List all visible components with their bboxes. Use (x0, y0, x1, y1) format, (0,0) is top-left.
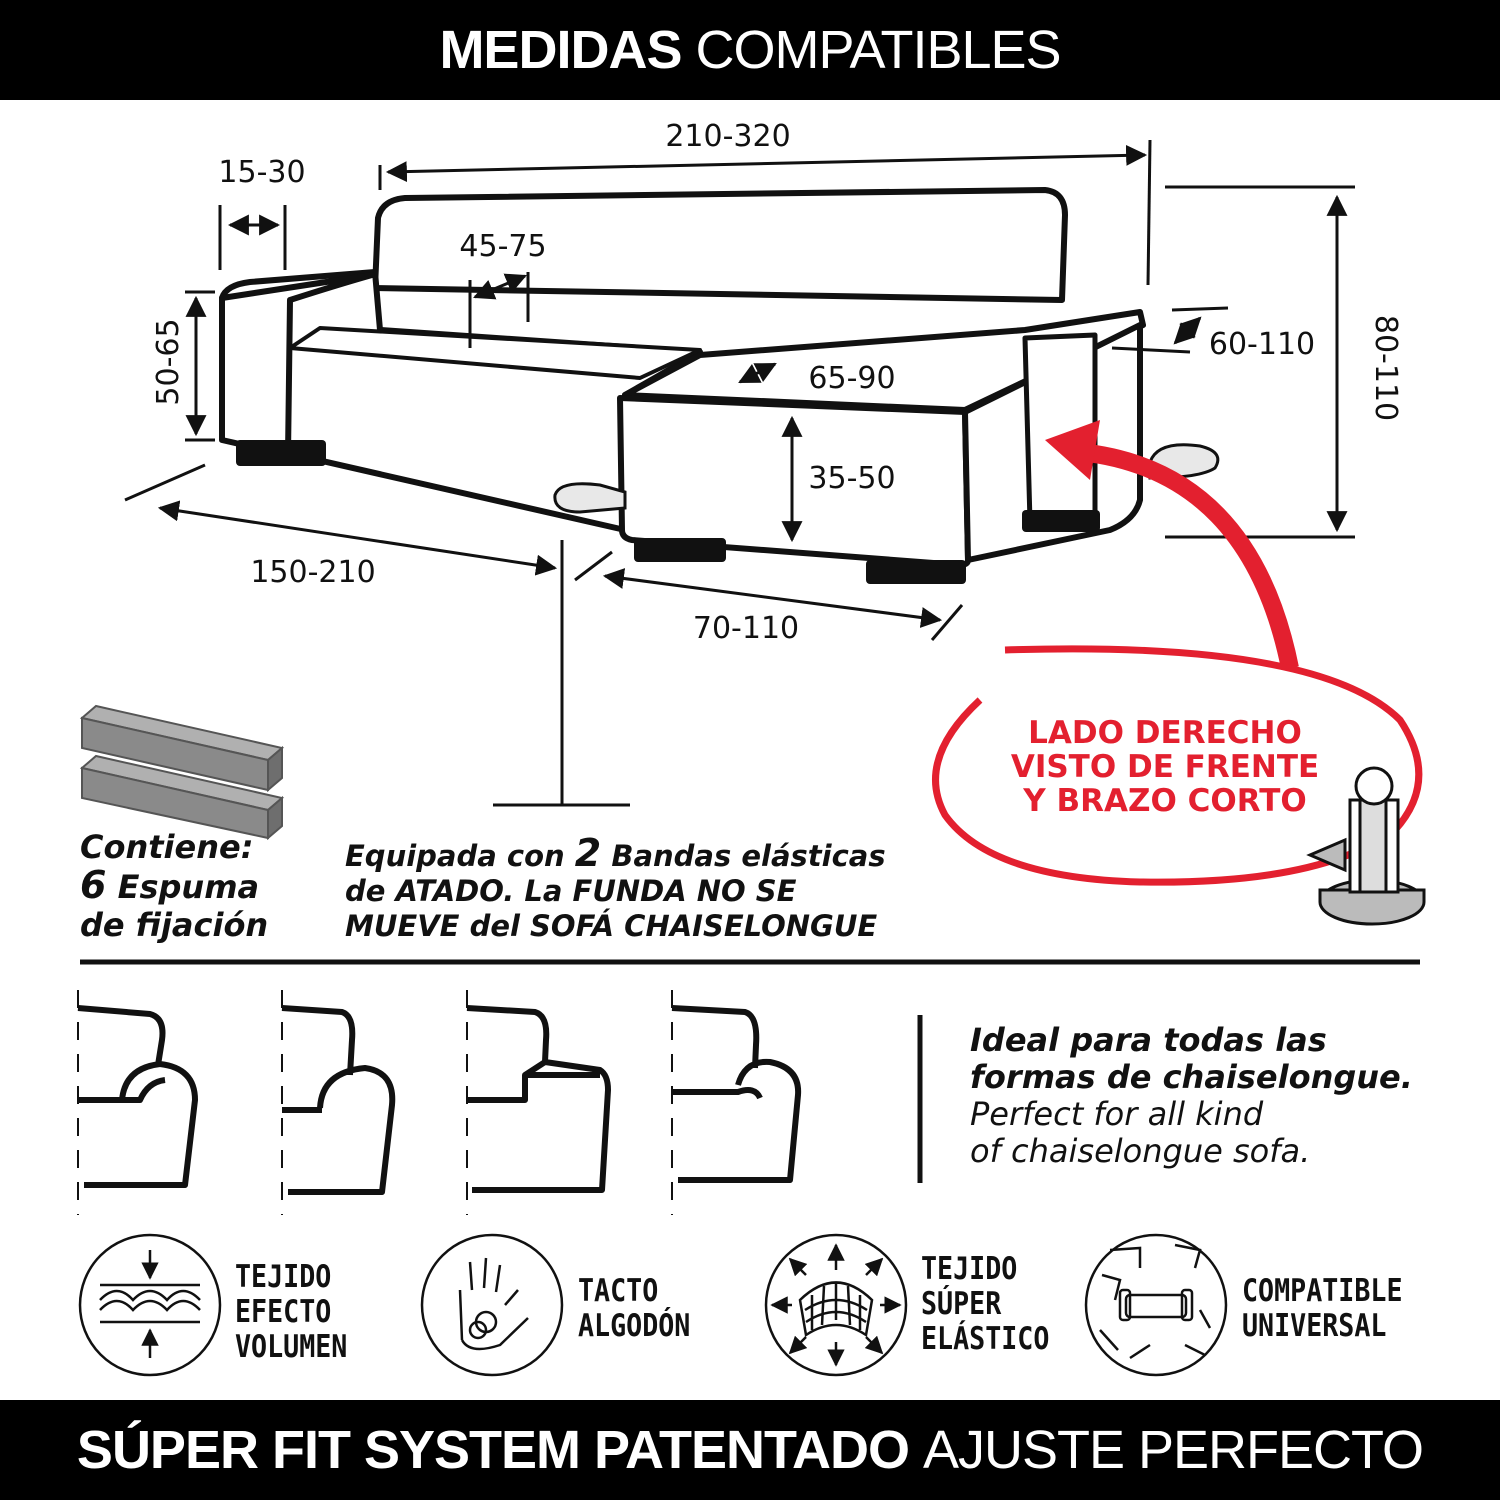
hand-cotton-icon (420, 1233, 564, 1377)
feature-cotton-line2: ALGODÓN (578, 1308, 691, 1344)
feature-label-stretch: TEJIDO SÚPER ELÁSTICO (921, 1252, 1049, 1357)
bands-line3: MUEVE del SOFÁ CHAISELONGUE (345, 909, 878, 943)
arm-style-3-icon (466, 990, 611, 1215)
contents-line1: Contiene: (80, 828, 254, 866)
bands-line2: de ATADO. La FUNDA NO SE (345, 874, 797, 908)
dim-seat-depth: 45-75 (459, 229, 546, 264)
footer-banner: SÚPER FIT SYSTEM PATENTADO AJUSTE PERFEC… (0, 1400, 1500, 1500)
arm-style-2-icon (281, 990, 396, 1215)
feature-stretch-line2: SÚPER (921, 1286, 1002, 1322)
feature-stretch-line3: ELÁSTICO (921, 1321, 1050, 1357)
ideal-es-line1: Ideal para todas las (970, 1021, 1327, 1059)
dim-chaise-width: 70-110 (693, 611, 799, 646)
feature-volume-line3: VOLUMEN (235, 1329, 348, 1365)
feature-cotton-line1: TACTO (578, 1273, 659, 1309)
feature-icons (78, 1233, 1228, 1377)
ideal-en-line2: of chaiselongue sofa. (970, 1132, 1311, 1170)
side-label-line1: LADO DERECHO (1028, 715, 1302, 751)
bands-text: Equipada con 2 Bandas elásticas de ATADO… (345, 834, 886, 944)
header-banner: MEDIDAS COMPATIBLES (0, 0, 1500, 100)
feature-label-volume: TEJIDO EFECTO VOLUMEN (235, 1260, 347, 1365)
bands-count: 2 (574, 831, 602, 875)
sofa-outline (219, 187, 1146, 568)
feature-volume-line2: EFECTO (235, 1294, 332, 1330)
dim-chaise-depth: 60-110 (1209, 327, 1315, 362)
contents-line2: Espuma (117, 868, 260, 906)
side-label: LADO DERECHO VISTO DE FRENTE Y BRAZO COR… (995, 716, 1335, 818)
contents-line3: de fijación (80, 906, 269, 944)
ideal-en-line1: Perfect for all kind (970, 1095, 1264, 1133)
dim-arm-width: 15-30 (218, 155, 305, 190)
observer-figure-icon (1306, 766, 1426, 926)
side-label-line2: VISTO DE FRENTE (1010, 749, 1320, 785)
stretch-mesh-icon (764, 1233, 908, 1377)
contents-text: Contiene: 6 Espuma de fijación (80, 828, 268, 944)
feature-stretch-line1: TEJIDO (921, 1251, 1018, 1287)
dim-sofa-depth: 150-210 (250, 555, 375, 590)
feature-label-universal: COMPATIBLE UNIVERSAL (1242, 1274, 1403, 1344)
feature-universal-line2: UNIVERSAL (1242, 1308, 1387, 1344)
side-label-line3: Y BRAZO CORTO (1023, 783, 1307, 819)
fabric-volume-icon (78, 1233, 222, 1377)
header-title-light: COMPATIBLES (695, 20, 1061, 80)
ideal-text: Ideal para todas las formas de chaiselon… (970, 1022, 1413, 1170)
bands-line1-post: Bandas elásticas (611, 839, 886, 873)
sofa-diagram: 210-320 15-30 45-75 50-65 65-90 60-110 8… (77, 119, 1426, 1377)
feature-universal-line1: COMPATIBLE (1242, 1273, 1403, 1309)
bands-line1-pre: Equipada con (345, 839, 565, 873)
feature-label-cotton: TACTO ALGODÓN (578, 1274, 690, 1344)
header-title-bold: MEDIDAS (439, 20, 682, 80)
arm-style-4-icon (671, 990, 802, 1215)
footer-title-light: AJUSTE PERFECTO (922, 1420, 1424, 1480)
foam-blocks-icon (79, 704, 285, 841)
dim-chaise-seat-width: 65-90 (808, 361, 895, 396)
arm-style-icons (77, 990, 802, 1215)
dim-back-height: 80-110 (1368, 315, 1403, 421)
dim-total-width: 210-320 (665, 119, 790, 154)
feature-volume-line1: TEJIDO (235, 1259, 332, 1295)
dim-arm-height: 50-65 (151, 318, 186, 405)
footer-title-bold: SÚPER FIT SYSTEM PATENTADO (76, 1420, 910, 1480)
dim-seat-height: 35-50 (808, 461, 895, 496)
ideal-es-line2: formas de chaiselongue. (970, 1058, 1413, 1096)
dimension-lines (124, 139, 1355, 807)
universal-sofas-icon (1084, 1233, 1228, 1377)
arm-style-1-icon (77, 990, 198, 1215)
contents-count: 6 (80, 863, 107, 907)
